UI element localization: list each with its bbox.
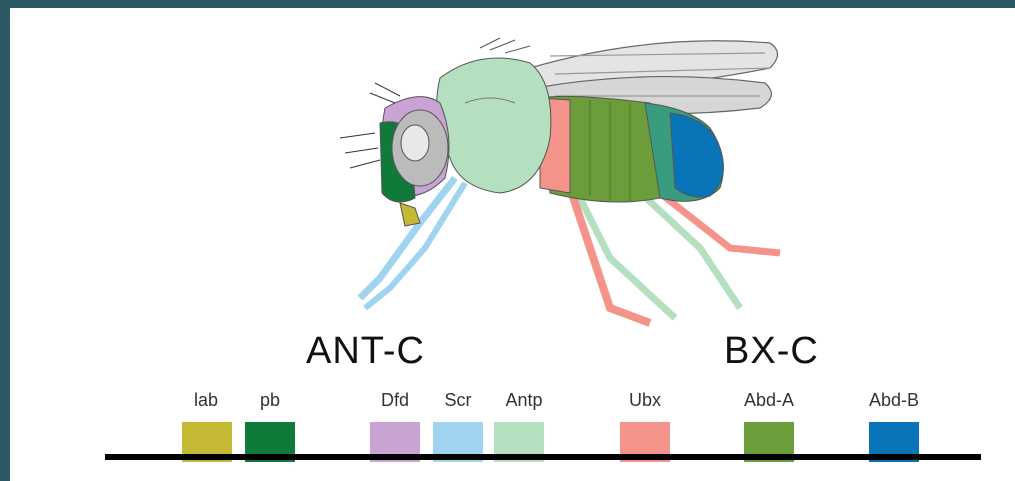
gene-label-antp: Antp (484, 390, 564, 411)
diagram-panel: ANT-C BX-C lab pb Dfd Scr Antp Ubx Abd-A… (10, 8, 1015, 481)
gene-label-abd-b: Abd-B (854, 390, 934, 411)
gene-label-ubx: Ubx (605, 390, 685, 411)
chromosome-line (105, 454, 981, 460)
fly-thorax (437, 38, 551, 193)
gene-label-abd-a: Abd-A (729, 390, 809, 411)
ant-c-title: ANT-C (306, 330, 425, 373)
gene-label-pb: pb (230, 390, 310, 411)
bx-c-title: BX-C (724, 330, 819, 373)
fruit-fly-illustration (10, 8, 1015, 348)
